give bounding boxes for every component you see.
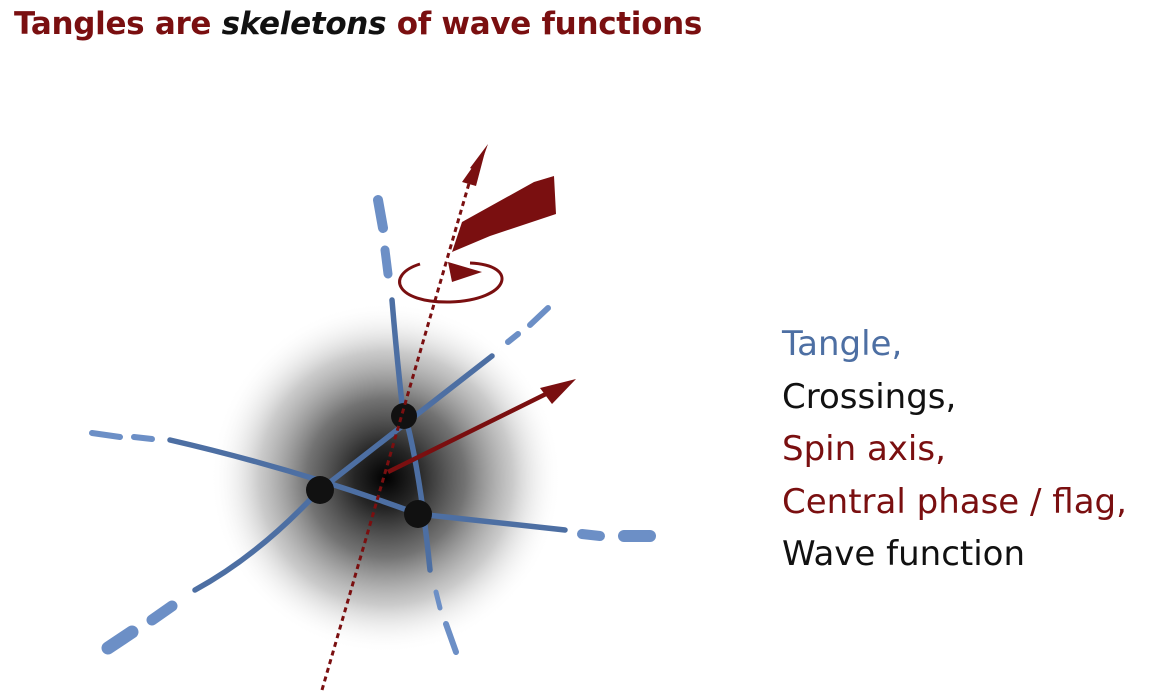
legend-text-wave-function: Wave function	[782, 534, 1026, 574]
tangle-tail-bottom-2	[443, 621, 459, 655]
phase-flag	[452, 176, 556, 252]
legend-text-flag: Central phase / flag,	[782, 481, 1127, 522]
tangle-tail-upright-1	[505, 331, 521, 345]
rotation-loop	[398, 261, 504, 304]
tangle-tail-lowerleft-1	[101, 625, 139, 655]
tangle-tails	[89, 195, 656, 655]
legend-item-crossings: Crossings,	[782, 371, 1127, 424]
page-title: Tangles are skeletons of wave functions	[14, 6, 702, 42]
tangle-tail-upright-2	[527, 305, 551, 328]
legend-item-wave-function: Wave function	[782, 528, 1127, 581]
spin-axis	[320, 179, 472, 691]
legend-text-tangle: Tangle,	[782, 324, 903, 364]
tangle-strand-lower-left	[192, 487, 323, 593]
crossing-left	[306, 476, 334, 504]
legend: Tangle, Crossings, Spin axis, Central ph…	[782, 318, 1127, 581]
tangle-tail-left-2	[131, 434, 155, 442]
tangle-tail-top-2	[380, 245, 393, 279]
tangle-tail-left-1	[89, 430, 123, 440]
tangle-strands	[167, 297, 568, 593]
title-part-3: of wave functions	[386, 6, 703, 42]
legend-item-spin-axis: Spin axis,	[782, 423, 1127, 476]
crossing-right	[404, 500, 432, 528]
flag-arrow	[387, 385, 559, 475]
legend-item-flag: Central phase / flag,	[782, 476, 1127, 529]
rotation-arrowhead	[448, 262, 482, 282]
tangle-tail-right-1	[577, 529, 605, 541]
title-part-1: Tangles are	[14, 6, 222, 42]
crossing-top	[391, 403, 417, 429]
wave-function-cloud	[210, 302, 562, 654]
legend-text-crossings: Crossings,	[782, 376, 957, 417]
legend-text-spin-axis: Spin axis,	[782, 429, 946, 469]
flag-arrowhead	[540, 379, 576, 404]
crossings	[306, 403, 432, 528]
tangle-tail-bottom-1	[433, 589, 443, 611]
tangle-strand-right	[415, 511, 568, 533]
tangle-strand-lower	[402, 412, 433, 573]
tangle-strand-left	[167, 437, 421, 517]
tangle-tail-top-1	[373, 195, 388, 233]
title-emphasis: skeletons	[221, 6, 387, 42]
tangle-tail-lowerleft-2	[146, 600, 178, 626]
spin-axis-arrowhead-fill	[462, 148, 486, 186]
tangle-strand-upper	[389, 297, 406, 415]
legend-item-tangle: Tangle,	[782, 318, 1127, 371]
